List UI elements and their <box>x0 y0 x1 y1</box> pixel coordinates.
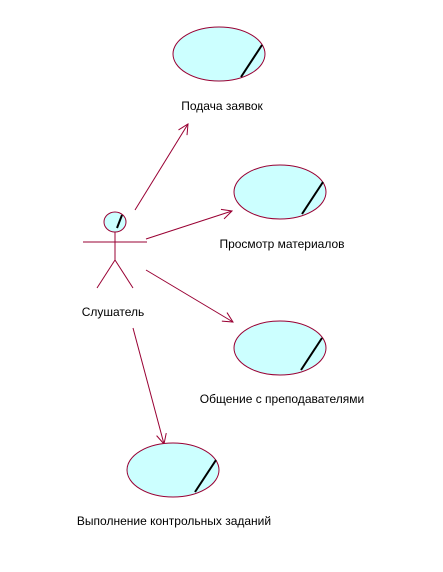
use-case-view-materials[interactable]: Просмотр материалов <box>219 164 345 251</box>
use-case-marker-thin <box>243 54 256 73</box>
association-submit-applications[interactable] <box>134 124 188 211</box>
use-case-marker-thin <box>303 347 316 366</box>
use-case-marker-thin <box>304 191 317 210</box>
use-case-marker-thin <box>197 469 210 488</box>
actor[interactable]: Слушатель <box>82 211 147 319</box>
actor-head <box>103 211 127 233</box>
association-test-tasks[interactable] <box>132 327 164 444</box>
use-case-ellipse <box>126 442 220 498</box>
use-case-ellipse <box>233 164 327 220</box>
use-case-ellipse <box>172 26 266 82</box>
use-case-label: Общение с преподавателями <box>200 392 364 406</box>
use-case-label: Подача заявок <box>181 99 263 113</box>
use-case-communication-teachers[interactable]: Общение с преподавателями <box>200 320 364 406</box>
use-case-ellipse <box>233 320 327 376</box>
associations <box>132 124 233 444</box>
use-case-label: Просмотр материалов <box>219 237 344 251</box>
actor-head-marker <box>116 214 123 229</box>
actor-label: Слушатель <box>82 305 145 319</box>
use-case-label: Выполнение контрольных заданий <box>77 514 271 528</box>
association-view-materials[interactable] <box>145 211 232 240</box>
actor-right-leg <box>114 259 134 289</box>
use-case-test-tasks[interactable]: Выполнение контрольных заданий <box>77 442 271 528</box>
actor-left-leg <box>96 259 116 289</box>
association-communication-teachers[interactable] <box>145 269 233 322</box>
use-case-submit-applications[interactable]: Подача заявок <box>172 26 266 113</box>
